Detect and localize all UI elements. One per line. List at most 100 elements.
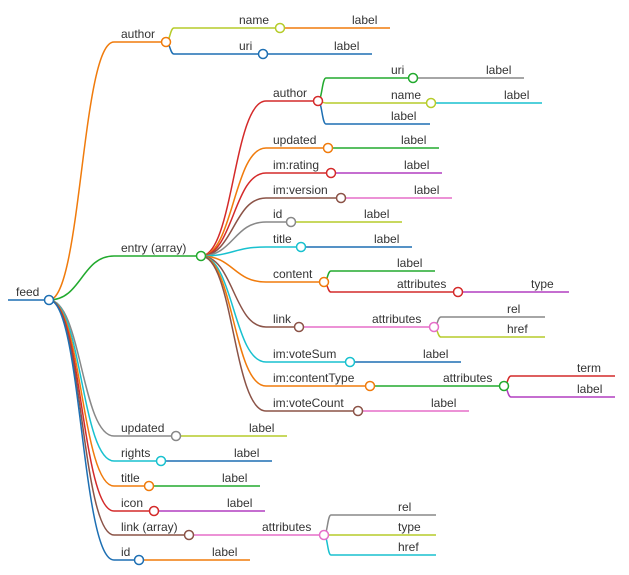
branch-link bbox=[48, 41, 115, 301]
branch-link bbox=[200, 147, 267, 257]
nodes: feed author name label uri label entry (array)… bbox=[16, 13, 602, 566]
branch-link bbox=[48, 299, 115, 462]
node-label-content: content bbox=[273, 267, 313, 281]
node-label-label: label bbox=[397, 256, 422, 270]
node-label-im-votesum: im:voteSum bbox=[273, 347, 336, 361]
node-label-icon: icon bbox=[121, 496, 143, 510]
node-label-label: label bbox=[486, 63, 511, 77]
node-label-id: id bbox=[273, 207, 282, 221]
node-label-link-array: link (array) bbox=[121, 520, 178, 534]
node-label-uri: uri bbox=[239, 39, 252, 53]
node-toggle-uri[interactable] bbox=[407, 72, 419, 84]
node-toggle-icon[interactable] bbox=[148, 505, 160, 517]
node-label-updated: updated bbox=[273, 133, 316, 147]
node-label-label: label bbox=[504, 88, 529, 102]
node-label-label: label bbox=[352, 13, 377, 27]
node-toggle-link-array[interactable] bbox=[183, 529, 195, 541]
node-toggle-entry-array[interactable] bbox=[195, 250, 207, 262]
node-label-updated: updated bbox=[121, 421, 164, 435]
branch-link bbox=[48, 299, 115, 487]
branch-link bbox=[48, 299, 115, 561]
node-label-label: label bbox=[334, 39, 359, 53]
node-toggle-im-rating[interactable] bbox=[325, 167, 337, 179]
node-toggle-updated[interactable] bbox=[170, 430, 182, 442]
node-toggle-attributes[interactable] bbox=[428, 321, 440, 333]
node-toggle-name[interactable] bbox=[425, 97, 437, 109]
node-label-entry-array: entry (array) bbox=[121, 241, 186, 255]
node-label-label: label bbox=[222, 471, 247, 485]
node-label-attributes: attributes bbox=[372, 312, 421, 326]
node-label-author: author bbox=[273, 86, 307, 100]
node-toggle-author[interactable] bbox=[312, 95, 324, 107]
node-toggle-im-contenttype[interactable] bbox=[364, 380, 376, 392]
branch-link bbox=[200, 172, 267, 257]
node-label-attributes: attributes bbox=[262, 520, 311, 534]
branch-link bbox=[200, 255, 267, 412]
branch-link bbox=[200, 255, 267, 328]
node-toggle-title[interactable] bbox=[295, 241, 307, 253]
node-label-rel: rel bbox=[398, 500, 411, 514]
links bbox=[8, 27, 615, 561]
node-toggle-attributes[interactable] bbox=[498, 380, 510, 392]
node-label-type: type bbox=[531, 277, 554, 291]
branch-link bbox=[48, 255, 115, 301]
branch-link bbox=[200, 255, 267, 283]
node-toggle-content[interactable] bbox=[318, 276, 330, 288]
node-toggle-im-votesum[interactable] bbox=[344, 356, 356, 368]
node-label-label: label bbox=[364, 207, 389, 221]
branch-link bbox=[200, 197, 267, 257]
node-toggle-id[interactable] bbox=[285, 216, 297, 228]
branch-link bbox=[200, 246, 267, 257]
node-label-label: label bbox=[212, 545, 237, 559]
branch-link bbox=[200, 255, 267, 363]
node-label-label: label bbox=[227, 496, 252, 510]
node-label-label: label bbox=[431, 396, 456, 410]
node-label-uri: uri bbox=[391, 63, 404, 77]
node-label-id: id bbox=[121, 545, 130, 559]
node-label-im-votecount: im:voteCount bbox=[273, 396, 344, 410]
node-label-label: label bbox=[423, 347, 448, 361]
node-label-term: term bbox=[577, 361, 601, 375]
node-toggle-id[interactable] bbox=[133, 554, 145, 566]
node-label-label: label bbox=[401, 133, 426, 147]
node-label-im-rating: im:rating bbox=[273, 158, 319, 172]
node-toggle-im-version[interactable] bbox=[335, 192, 347, 204]
node-toggle-attributes[interactable] bbox=[452, 286, 464, 298]
node-label-href: href bbox=[398, 540, 419, 554]
node-label-attributes: attributes bbox=[443, 371, 492, 385]
node-label-label: label bbox=[374, 232, 399, 246]
node-label-href: href bbox=[507, 322, 528, 336]
node-label-title: title bbox=[273, 232, 292, 246]
node-label-name: name bbox=[239, 13, 269, 27]
node-label-label: label bbox=[234, 446, 259, 460]
node-label-feed: feed bbox=[16, 285, 39, 299]
branch-link bbox=[200, 100, 267, 257]
node-label-title: title bbox=[121, 471, 140, 485]
node-toggle-name[interactable] bbox=[274, 22, 286, 34]
node-label-label: label bbox=[391, 109, 416, 123]
node-label-link: link bbox=[273, 312, 292, 326]
node-label-rel: rel bbox=[507, 302, 520, 316]
node-label-label: label bbox=[414, 183, 439, 197]
node-toggle-attributes[interactable] bbox=[318, 529, 330, 541]
node-toggle-author[interactable] bbox=[160, 36, 172, 48]
node-label-type: type bbox=[398, 520, 421, 534]
node-label-im-contenttype: im:contentType bbox=[273, 371, 355, 385]
node-label-label: label bbox=[249, 421, 274, 435]
node-toggle-title[interactable] bbox=[143, 480, 155, 492]
node-toggle-feed[interactable] bbox=[43, 294, 55, 306]
node-label-label: label bbox=[404, 158, 429, 172]
node-label-author: author bbox=[121, 27, 155, 41]
node-label-label: label bbox=[577, 382, 602, 396]
node-toggle-uri[interactable] bbox=[257, 48, 269, 60]
node-toggle-link[interactable] bbox=[293, 321, 305, 333]
node-toggle-im-votecount[interactable] bbox=[352, 405, 364, 417]
branch-link bbox=[200, 255, 267, 387]
branch-link bbox=[48, 299, 115, 536]
node-toggle-rights[interactable] bbox=[155, 455, 167, 467]
node-label-im-version: im:version bbox=[273, 183, 328, 197]
node-label-attributes: attributes bbox=[397, 277, 446, 291]
node-toggle-updated[interactable] bbox=[322, 142, 334, 154]
node-label-name: name bbox=[391, 88, 421, 102]
